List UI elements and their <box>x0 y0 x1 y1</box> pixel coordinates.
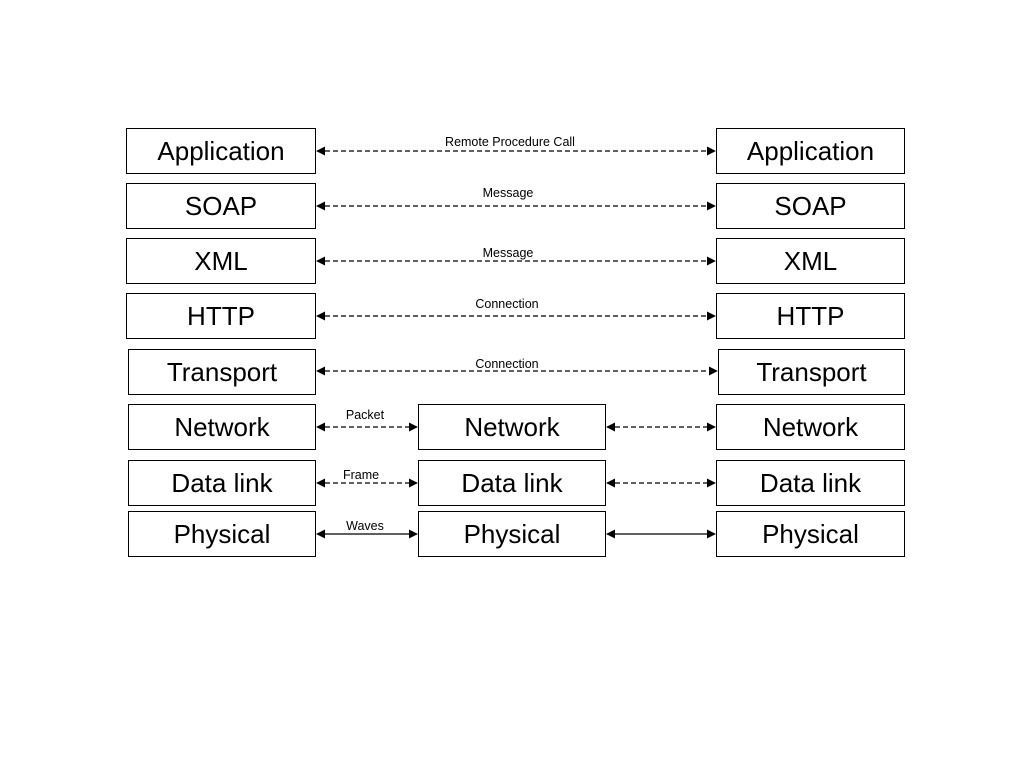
left-transport-box: Transport <box>128 349 316 395</box>
left-xml-box: XML <box>126 238 316 284</box>
rpc-label: Remote Procedure Call <box>445 135 575 149</box>
right-application-box: Application <box>716 128 905 174</box>
left-http-box: HTTP <box>126 293 316 339</box>
xml-message-label: Message <box>482 246 534 260</box>
right-soap-box: SOAP <box>716 183 905 229</box>
soap-message-label: Message <box>482 186 534 200</box>
http-connection-label: Connection <box>475 297 539 311</box>
left-soap-box: SOAP <box>126 183 316 229</box>
right-xml-box: XML <box>716 238 905 284</box>
waves-label: Waves <box>346 519 384 533</box>
frame-label: Frame <box>342 468 380 482</box>
right-network-box: Network <box>716 404 905 450</box>
left-application-box: Application <box>126 128 316 174</box>
middle-physical-box: Physical <box>418 511 606 557</box>
right-datalink-box: Data link <box>716 460 905 506</box>
right-transport-box: Transport <box>718 349 905 395</box>
left-datalink-box: Data link <box>128 460 316 506</box>
right-physical-box: Physical <box>716 511 905 557</box>
left-network-box: Network <box>128 404 316 450</box>
middle-network-box: Network <box>418 404 606 450</box>
left-physical-box: Physical <box>128 511 316 557</box>
middle-datalink-box: Data link <box>418 460 606 506</box>
packet-label: Packet <box>345 408 385 422</box>
transport-connection-label: Connection <box>475 357 539 371</box>
right-http-box: HTTP <box>716 293 905 339</box>
